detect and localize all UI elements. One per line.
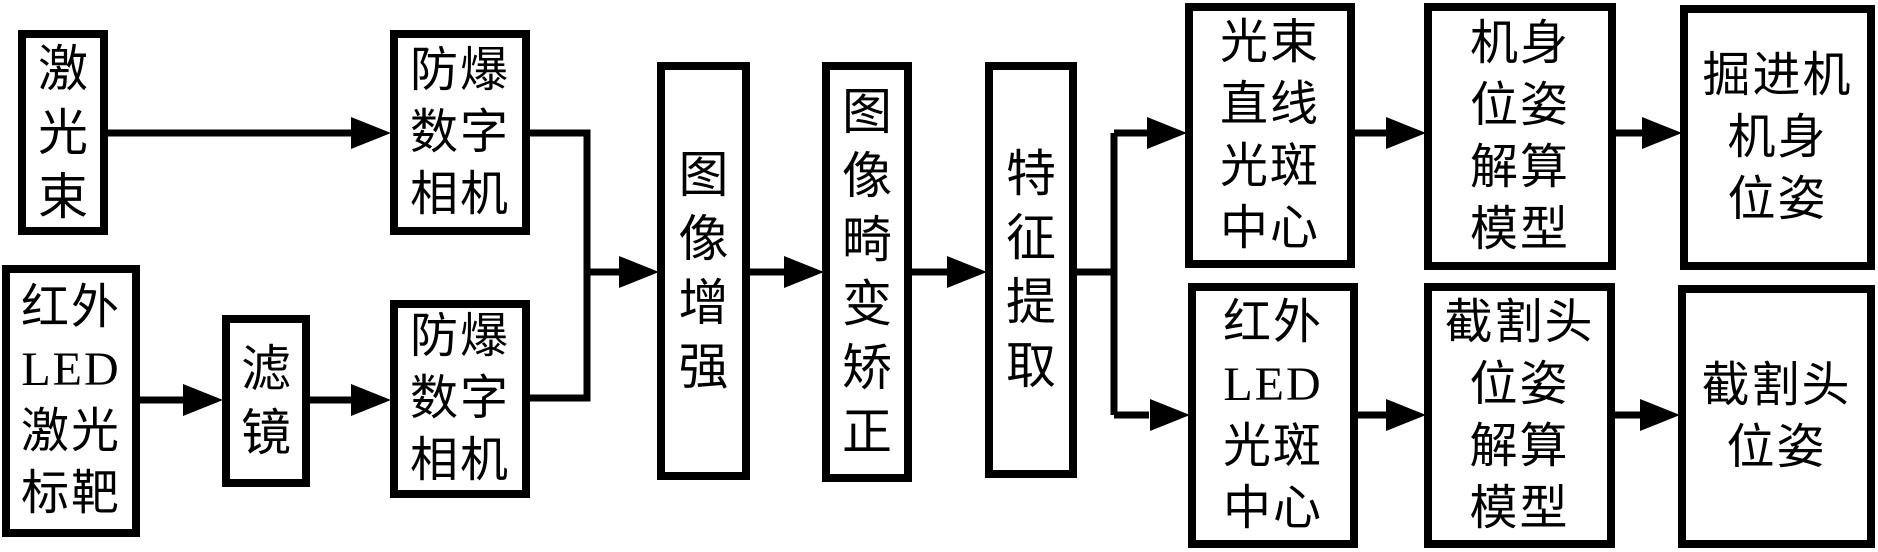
feature-extraction-label: 特 征 提 取 [1006,146,1056,394]
camera-bottom-label: 防爆 数字 相机 [409,310,510,487]
arrow-spot-to-body-model [1353,117,1426,149]
node-cutting-head-pose-model: 截割头 位姿 解算 模型 [1424,283,1615,548]
node-camera-top: 防爆 数字 相机 [390,30,530,235]
node-laser-beam: 激 光 束 [18,30,108,235]
arrow-irspot-to-cutter-model [1356,399,1426,431]
camera-top-label: 防爆 数字 相机 [409,43,510,221]
body-pose-model-label: 机身 位姿 解算 模型 [1469,16,1570,256]
filter-label: 滤 镜 [241,341,291,461]
node-image-enhancement: 图 像 增 强 [657,62,750,480]
arrow-cutter-model-to-result [1613,399,1680,431]
node-ir-led-spot-center: 红外 LED 光斑 中心 [1188,283,1358,548]
distortion-correction-label: 图 像 畸 变 矫 正 [842,84,892,460]
node-feature-extraction: 特 征 提 取 [985,62,1077,478]
beam-line-spot-center-label: 光束 直线 光斑 中心 [1219,15,1320,255]
connector-cameras-merge [528,129,659,402]
cutting-head-pose-model-label: 截割头 位姿 解算 模型 [1444,295,1595,535]
arrow-laser-to-camera-top [106,117,391,149]
node-roadheader-body-pose: 掘进机 机身 位姿 [1680,5,1875,270]
node-body-pose-model: 机身 位姿 解算 模型 [1424,3,1616,270]
arrow-target-to-filter [138,384,223,416]
node-filter: 滤 镜 [222,315,310,487]
cutting-head-pose-label: 截割头 位姿 [1701,358,1852,474]
ir-led-target-label: 红外 LED 激光 标靶 [20,281,121,520]
node-beam-line-spot-center: 光束 直线 光斑 中心 [1185,3,1355,268]
arrow-body-model-to-result [1614,117,1682,149]
node-cutting-head-pose: 截割头 位姿 [1678,285,1875,548]
arrow-enhance-to-distortion [748,256,824,288]
connector-feature-split [1073,117,1190,431]
node-camera-bottom: 防爆 数字 相机 [390,300,530,498]
roadheader-body-pose-label: 掘进机 机身 位姿 [1702,48,1853,226]
node-distortion-correction: 图 像 畸 变 矫 正 [822,62,912,482]
image-enhancement-label: 图 像 增 强 [678,147,729,395]
arrow-filter-to-camera-bottom [308,384,391,416]
laser-beam-label: 激 光 束 [38,40,88,225]
arrow-distortion-to-feature [910,256,987,288]
node-ir-led-target: 红外 LED 激光 标靶 [2,265,140,537]
ir-led-spot-center-label: 红外 LED 光斑 中心 [1222,295,1323,535]
